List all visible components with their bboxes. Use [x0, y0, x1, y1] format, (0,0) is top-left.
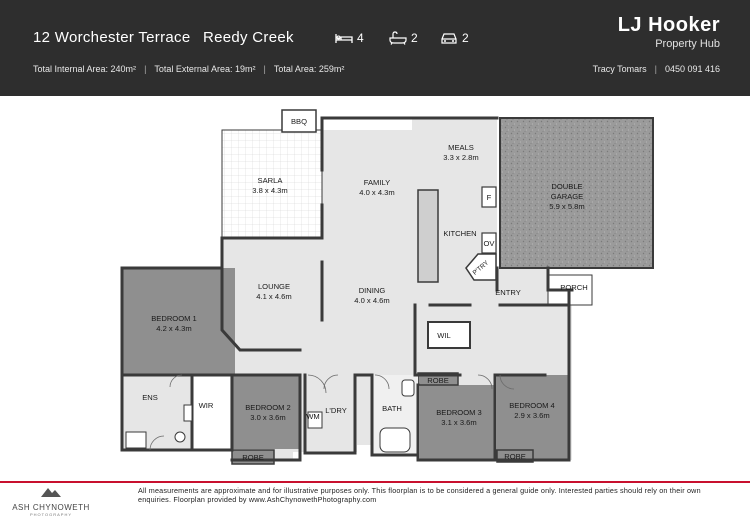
logo-icon: [41, 488, 61, 497]
lounge-label: LOUNGE: [258, 282, 290, 291]
suburb: Reedy Creek: [202, 29, 294, 46]
disclaimer-text: All measurements are approximate and for…: [138, 486, 701, 504]
meals-size: 3.3 x 2.8m: [443, 153, 478, 162]
bedroom-4-area: [497, 375, 569, 460]
bath-label: BATH: [382, 404, 402, 413]
fixtures: [125, 379, 415, 453]
bedroom-2-label: BEDROOM 2: [245, 403, 291, 412]
family-label: FAMILY: [364, 178, 390, 187]
sarla-label: SARLA: [258, 176, 284, 185]
wil-area: [427, 321, 471, 349]
robe-bed4-label: ROBE: [504, 452, 526, 461]
bedroom-1-label: BEDROOM 1: [151, 314, 197, 323]
agent-name: Tracy Tomars: [592, 64, 647, 74]
bedroom-1-area: [122, 268, 235, 374]
area-summary: Total Internal Area: 240m²|Total Externa…: [33, 64, 345, 74]
bedroom-3-area: [420, 385, 495, 460]
car-space-count: 2: [440, 31, 469, 45]
garage-label-2: GARAGE: [551, 192, 584, 201]
bbq-label: BBQ: [291, 117, 307, 126]
room-labels: BBQ SARLA 3.8 x 4.3m FAMILY 4.0 x 4.3m M…: [142, 117, 588, 462]
wil-label: WIL: [437, 331, 451, 340]
porch-label: PORCH: [560, 283, 587, 292]
street-address: 12 Worchester Terrace: [33, 29, 191, 46]
garage-size: 5.9 x 5.8m: [549, 202, 584, 211]
car-icon: [441, 33, 457, 44]
bedroom-1-size: 4.2 x 4.3m: [156, 324, 191, 333]
property-address: 12 Worchester Terrace Reedy Creek: [33, 29, 294, 46]
bedroom-3-size: 3.1 x 3.6m: [441, 418, 476, 427]
kitchen-island: [417, 189, 439, 283]
agency-logo: LJ Hooker: [617, 14, 720, 36]
photographer-tag: PHOTOGRAPHY: [29, 512, 73, 517]
meals-label: MEALS: [448, 143, 474, 152]
garage-label-1: DOUBLE: [551, 182, 582, 191]
dining-size: 4.0 x 4.6m: [354, 296, 389, 305]
internal-area: Total Internal Area: 240m²: [33, 64, 137, 74]
ensuite-label: ENS: [142, 393, 158, 402]
laundry-label: L'DRY: [325, 406, 347, 415]
car-space-count-value: 2: [462, 31, 469, 45]
family-size: 4.0 x 4.3m: [359, 188, 394, 197]
header-bar: 12 Worchester Terrace Reedy Creek 4 2 2 …: [0, 0, 750, 96]
agent-contact: Tracy Tomars|0450 091 416: [592, 64, 720, 74]
bedroom-4-size: 2.9 x 3.6m: [514, 411, 549, 420]
oven-space: [481, 232, 497, 254]
bedroom-3-label: BEDROOM 3: [436, 408, 482, 417]
floorplan: BBQ SARLA 3.8 x 4.3m FAMILY 4.0 x 4.3m M…: [120, 109, 654, 465]
photographer-name: ASH CHYNOWETH: [12, 503, 90, 512]
door-swings: [149, 374, 515, 451]
bedroom-count-value: 4: [357, 31, 364, 45]
fridge-space: [481, 186, 497, 208]
bedroom-4-label: BEDROOM 4: [509, 401, 555, 410]
bathroom-count: 2: [389, 31, 418, 45]
agency-brand: LJ Hooker Property Hub: [618, 14, 720, 50]
bedroom-2-area: [232, 375, 300, 449]
external-area: Total External Area: 19m²: [154, 64, 256, 74]
lounge-size: 4.1 x 4.6m: [256, 292, 291, 301]
entry-label: ENTRY: [495, 288, 521, 297]
agency-office: Property Hub: [655, 38, 720, 50]
wir-label: WIR: [199, 401, 214, 410]
oven-label: OV: [484, 239, 496, 248]
wm-label: WM: [306, 412, 320, 421]
bedroom-2-size: 3.0 x 3.6m: [250, 413, 285, 422]
footer-divider: [0, 481, 750, 483]
sarla-size: 3.8 x 4.3m: [252, 186, 287, 195]
kitchen-label: KITCHEN: [443, 229, 476, 238]
bed-icon: [335, 34, 353, 43]
agent-phone: 0450 091 416: [664, 64, 720, 74]
fridge-label: F: [487, 193, 492, 202]
dining-label: DINING: [359, 286, 386, 295]
total-area: Total Area: 259m²: [273, 64, 345, 74]
robe-bed2-label: ROBE: [242, 453, 264, 462]
walls: [120, 116, 574, 462]
photographer-brand: ASH CHYNOWETH PHOTOGRAPHY: [6, 485, 96, 517]
bedroom-count: 4: [335, 31, 364, 45]
garage-area: [499, 117, 654, 269]
bbq-area: [281, 109, 317, 133]
bath-icon: [389, 31, 407, 45]
robe-bed3-label: ROBE: [427, 376, 449, 385]
sarla-area: [221, 129, 323, 239]
bathroom-count-value: 2: [411, 31, 418, 45]
